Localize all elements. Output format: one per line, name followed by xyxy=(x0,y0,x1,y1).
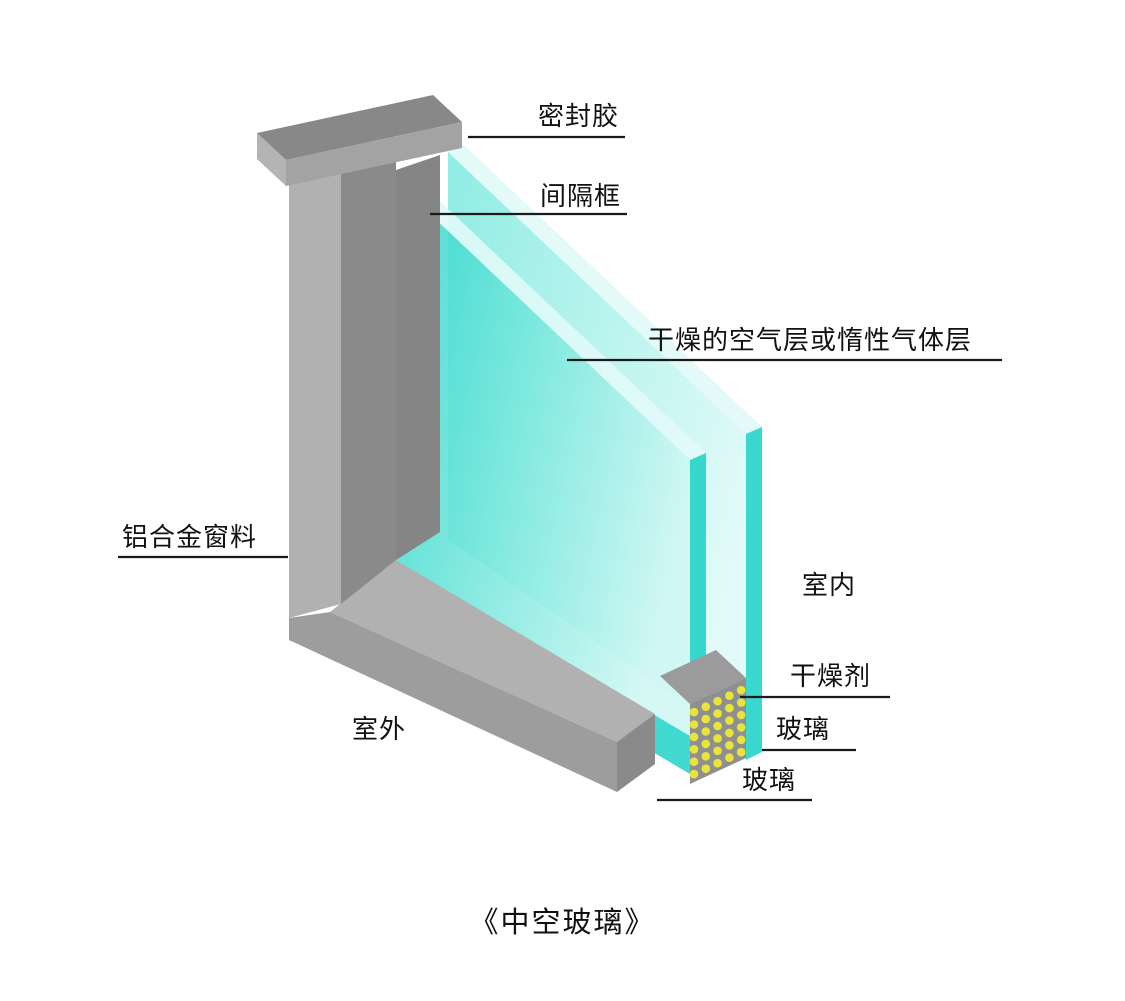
desiccant-dot xyxy=(701,764,711,773)
outer-pane-top-edge xyxy=(392,171,706,460)
desiccant-dot xyxy=(701,727,711,736)
desiccant-dot xyxy=(736,747,746,757)
desiccant-dot xyxy=(701,714,711,724)
label-aluminum-frame: 铝合金窗料 xyxy=(122,523,258,553)
outer-pane-face xyxy=(392,178,690,736)
desiccant-dot xyxy=(725,691,734,700)
desiccant-dot xyxy=(736,685,746,695)
outer-pane-right-edge xyxy=(690,453,706,704)
desiccant-dot xyxy=(713,709,722,718)
frame-rail-end-face xyxy=(617,714,655,792)
desiccant-dot xyxy=(689,707,699,717)
desiccant-dot xyxy=(713,721,722,731)
sealant-bar-front-face xyxy=(286,122,462,186)
desiccant-dot xyxy=(689,757,699,766)
frame-rail-top-face xyxy=(330,560,655,742)
sealant-bar-top-face xyxy=(257,95,462,160)
label-outdoor: 室外 xyxy=(352,715,407,745)
label-glass-outer: 玻璃 xyxy=(742,766,797,796)
desiccant-dot xyxy=(725,741,734,750)
label-desiccant: 干燥剂 xyxy=(790,662,872,692)
label-spacer-frame: 间隔框 xyxy=(540,182,622,212)
frame-rail-front-face xyxy=(289,612,617,792)
desiccant-dot xyxy=(725,703,734,713)
desiccant-dot xyxy=(736,723,746,732)
desiccant-dot xyxy=(736,698,746,707)
desiccant-dot xyxy=(736,710,746,720)
desiccant-dot xyxy=(713,746,722,756)
label-sealant: 密封胶 xyxy=(538,102,620,132)
frame-column-left-face xyxy=(289,152,341,618)
desiccant-dot xyxy=(713,758,722,768)
inner-pane-right-edge xyxy=(746,427,762,760)
spacer-bar xyxy=(396,155,440,560)
desiccant-dot xyxy=(701,739,711,749)
desiccant-dots xyxy=(689,685,746,779)
desiccant-dot xyxy=(689,745,699,754)
desiccant-dot xyxy=(713,734,722,743)
desiccant-dot xyxy=(725,716,734,725)
frame-column-right-face xyxy=(341,138,396,604)
label-glass-inner: 玻璃 xyxy=(776,715,831,745)
diagram-title: 《中空玻璃》 xyxy=(469,905,656,939)
desiccant-dot xyxy=(725,753,734,762)
desiccant-dot xyxy=(689,732,699,742)
spacer-end-top-face xyxy=(660,650,746,704)
desiccant-dot xyxy=(701,702,711,711)
label-indoor: 室内 xyxy=(802,571,857,601)
desiccant-dot xyxy=(701,752,711,761)
inner-pane-top-edge xyxy=(448,145,762,434)
desiccant-dot xyxy=(689,769,699,779)
desiccant-dot xyxy=(725,728,734,738)
desiccant-dot xyxy=(713,696,722,706)
desiccant-dot xyxy=(736,735,746,745)
desiccant-dot xyxy=(689,720,699,729)
label-air-layer: 干燥的空气层或惰性气体层 xyxy=(648,326,973,356)
sealant-bar-end-face xyxy=(257,133,286,186)
